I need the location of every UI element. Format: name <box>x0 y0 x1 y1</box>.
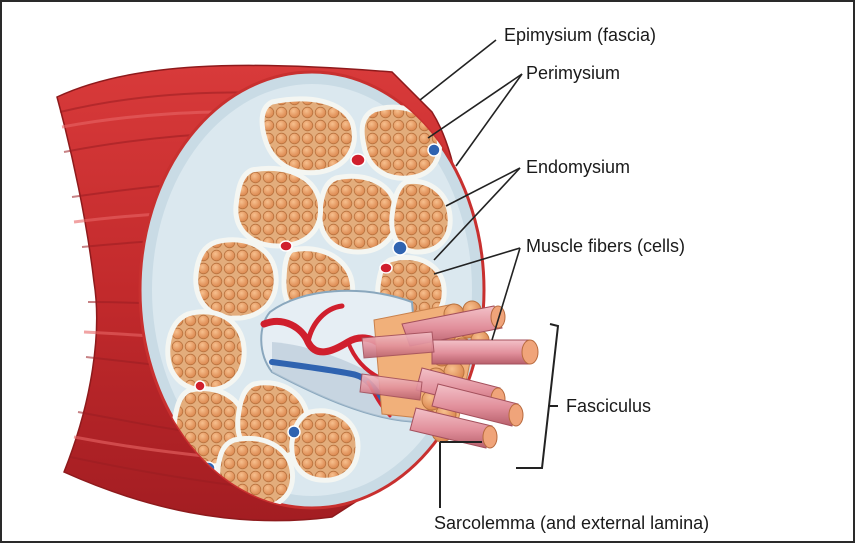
label-epimysium: Epimysium (fascia) <box>504 26 656 44</box>
leader-perimysium <box>456 74 522 166</box>
vein-small <box>428 144 440 156</box>
label-perimysium: Perimysium <box>526 64 620 82</box>
artery-small <box>195 381 205 391</box>
vein-small <box>288 426 300 438</box>
label-sarcolemma: Sarcolemma (and external lamina) <box>434 514 709 532</box>
muscle-fiber <box>432 340 530 364</box>
leader-perimysium <box>428 74 522 138</box>
fascicle <box>320 176 397 252</box>
fascicle <box>262 99 354 173</box>
label-endomysium: Endomysium <box>526 158 630 176</box>
artery-small <box>380 263 392 273</box>
vein-small <box>393 241 407 255</box>
artery-small <box>280 241 292 251</box>
fascicle <box>196 240 276 318</box>
label-muscle-fibers: Muscle fibers (cells) <box>526 237 685 255</box>
fascicle <box>168 312 244 390</box>
leader-epimysium <box>420 40 496 100</box>
leader-muscle-fibers <box>492 248 520 340</box>
fascicle <box>236 168 321 246</box>
artery-small <box>351 154 365 166</box>
fascicle <box>292 411 358 480</box>
label-fasciculus: Fasciculus <box>566 397 651 415</box>
